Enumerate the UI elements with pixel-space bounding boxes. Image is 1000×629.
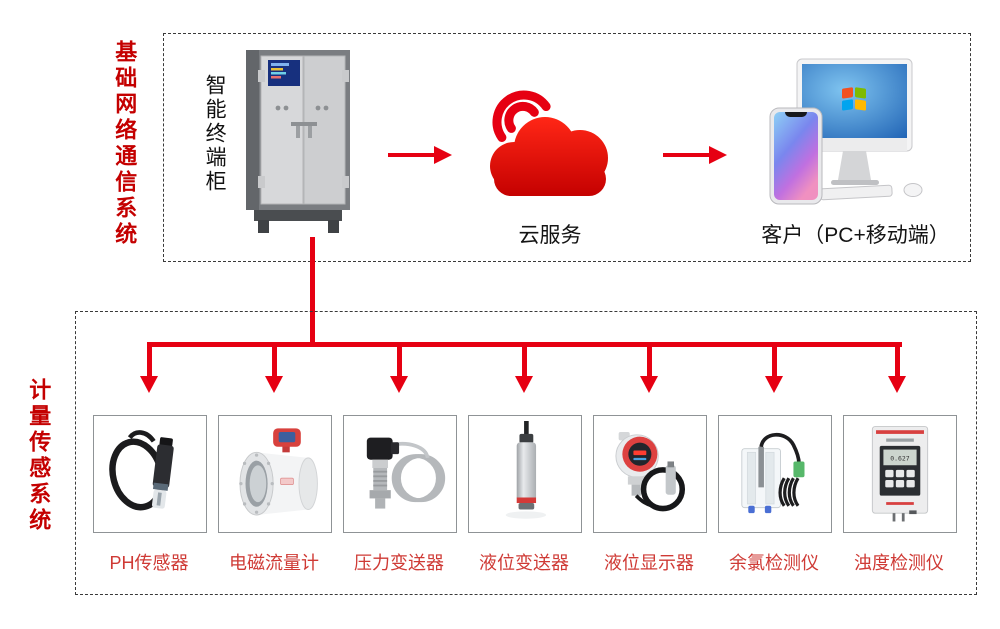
product-label-electromagnetic-flowmeter: 电磁流量计 [229, 553, 319, 573]
client-label: 客户（PC+移动端） [761, 224, 950, 247]
product-label-ph-sensor: PH传感器 [109, 553, 189, 573]
turbidity-detector-image: 0.627 [871, 426, 929, 522]
cabinet-label: 智能终端柜 [203, 74, 227, 194]
branch-arrow-1 [147, 344, 152, 376]
branch-arrow-4 [522, 344, 527, 376]
bottom-section-title: 计量传感系统 [26, 378, 52, 534]
arrow-cabinet-to-cloud [388, 146, 452, 164]
product-label-turbidity-detector: 浊度检测仪 [854, 553, 944, 573]
product-box-level-transmitter [468, 415, 582, 533]
product-label-pressure-transmitter: 压力变送器 [354, 553, 444, 573]
product-box-ph-sensor [93, 415, 207, 533]
branch-arrowhead-2 [265, 376, 283, 393]
product-label-chlorine-detector: 余氯检测仪 [729, 553, 819, 573]
branch-arrow-5 [647, 344, 652, 376]
product-box-pressure-transmitter [343, 415, 457, 533]
chlorine-detector-image [741, 432, 805, 514]
branch-arrow-6 [772, 344, 777, 376]
product-label-level-transmitter: 液位变送器 [479, 553, 569, 573]
branch-arrowhead-5 [640, 376, 658, 393]
top-section-title: 基础网络通信系统 [112, 40, 138, 248]
pressure-transmitter-image [366, 437, 446, 509]
branch-arrow-2 [272, 344, 277, 376]
product-label-level-display: 液位显示器 [604, 553, 694, 573]
electromagnetic-flowmeter-image [239, 428, 318, 516]
pc-and-phone-image [765, 56, 935, 206]
product-box-electromagnetic-flowmeter [218, 415, 332, 533]
branch-arrowhead-1 [140, 376, 158, 393]
branch-arrowhead-6 [765, 376, 783, 393]
bottom-section-border [75, 311, 977, 595]
top-section-border [163, 33, 971, 262]
smart-terminal-cabinet-image [238, 46, 358, 238]
ph-sensor-image [109, 430, 174, 511]
branch-arrowhead-4 [515, 376, 533, 393]
branch-arrow-3 [397, 344, 402, 376]
product-box-chlorine-detector [718, 415, 832, 533]
level-display-image [615, 432, 686, 512]
branch-arrowhead-7 [888, 376, 906, 393]
cloud-label: 云服务 [518, 224, 582, 247]
connector-stem [310, 237, 315, 345]
svg-text:0.627: 0.627 [890, 455, 910, 463]
arrow-cloud-to-client [663, 146, 727, 164]
product-box-level-display [593, 415, 707, 533]
branch-arrowhead-3 [390, 376, 408, 393]
level-transmitter-image [505, 421, 547, 519]
branch-arrow-7 [895, 344, 900, 376]
cloud-wifi-icon [482, 88, 617, 200]
product-box-turbidity-detector: 0.627 [843, 415, 957, 533]
